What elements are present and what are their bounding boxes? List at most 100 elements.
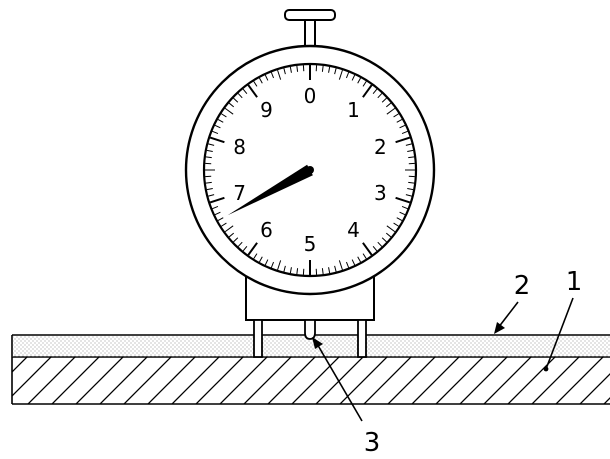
minor-tick <box>217 118 224 123</box>
minor-tick <box>270 261 275 268</box>
minor-tick <box>277 69 282 80</box>
minor-tick <box>385 102 392 108</box>
minor-tick <box>214 124 221 129</box>
minor-tick <box>396 118 403 123</box>
major-tick <box>362 242 373 256</box>
minor-tick <box>381 97 387 103</box>
dial-number-3: 3 <box>374 181 387 205</box>
dial-number-1: 1 <box>347 98 360 122</box>
major-tick <box>247 242 258 256</box>
minor-tick <box>372 245 378 252</box>
minor-tick <box>345 261 350 268</box>
minor-tick <box>289 66 292 73</box>
minor-tick <box>328 267 331 274</box>
dial-number-5: 5 <box>304 232 317 256</box>
minor-tick <box>362 81 367 87</box>
minor-tick <box>399 211 406 216</box>
minor-tick <box>270 72 275 79</box>
minor-tick <box>381 237 387 243</box>
minor-tick <box>351 74 356 81</box>
dial-number-8: 8 <box>233 135 246 159</box>
minor-tick <box>228 102 235 108</box>
dial-number-6: 6 <box>260 218 273 242</box>
minor-tick <box>357 256 362 263</box>
minor-tick <box>233 237 239 243</box>
pointer-needle <box>227 164 313 216</box>
pointer-hub <box>306 166 314 174</box>
minor-tick <box>214 211 221 216</box>
minor-tick <box>221 222 227 227</box>
minor-tick <box>237 93 243 99</box>
minor-tick <box>408 156 415 159</box>
minor-tick <box>401 130 408 135</box>
minor-tick <box>289 267 292 274</box>
gauge-probe <box>304 319 316 340</box>
minor-tick <box>264 74 269 81</box>
minor-tick <box>345 72 350 79</box>
dial-number-2: 2 <box>374 135 387 159</box>
minor-tick <box>296 268 299 275</box>
minor-tick <box>407 149 414 152</box>
major-tick <box>209 196 225 204</box>
callout-leaders <box>312 297 574 422</box>
minor-tick <box>258 77 263 84</box>
dial-number-7: 7 <box>233 181 246 205</box>
minor-tick <box>385 232 392 238</box>
minor-tick <box>393 113 399 118</box>
major-tick <box>247 84 258 98</box>
minor-tick <box>253 253 258 259</box>
minor-tick <box>258 256 263 263</box>
dial-number-0: 0 <box>304 84 317 108</box>
minor-tick <box>206 149 213 152</box>
minor-tick <box>242 245 248 252</box>
minor-tick <box>283 68 286 75</box>
minor-tick <box>237 241 243 247</box>
minor-tick <box>208 194 215 197</box>
minor-tick <box>228 232 235 238</box>
minor-tick <box>205 181 212 184</box>
minor-tick <box>212 130 219 135</box>
minor-tick <box>233 97 239 103</box>
minor-tick <box>334 265 337 272</box>
dial-number-9: 9 <box>260 98 273 122</box>
minor-tick <box>338 260 343 271</box>
minor-tick <box>208 143 215 146</box>
minor-tick <box>253 81 258 87</box>
minor-tick <box>221 113 227 118</box>
dial-gauge: 0 12 34 5 67 89 <box>184 9 436 358</box>
major-tick <box>209 136 225 144</box>
dial-number-4: 4 <box>347 218 360 242</box>
minor-tick <box>405 143 412 146</box>
minor-tick <box>386 107 396 115</box>
minor-tick <box>351 259 356 266</box>
minor-tick <box>321 65 324 72</box>
minor-tick <box>393 222 399 227</box>
minor-tick <box>377 241 383 247</box>
minor-tick <box>357 77 362 84</box>
minor-tick <box>206 188 213 191</box>
minor-tick <box>242 88 248 95</box>
major-tick <box>395 136 411 144</box>
minor-tick <box>328 66 331 73</box>
minor-tick <box>277 260 282 271</box>
dial-scale-numbers: 0 12 34 5 67 89 <box>233 84 386 256</box>
minor-tick <box>407 188 414 191</box>
minor-tick <box>377 93 383 99</box>
dial-scale-ticks <box>205 65 415 275</box>
minor-tick <box>401 205 408 210</box>
minor-tick <box>362 253 367 259</box>
callout-1-label: 1 <box>566 267 583 297</box>
minor-tick <box>408 181 415 184</box>
minor-tick <box>338 69 343 80</box>
minor-tick <box>296 65 299 72</box>
minor-tick <box>283 265 286 272</box>
minor-tick <box>205 156 212 159</box>
callout-2-label: 2 <box>514 271 531 301</box>
minor-tick <box>396 217 403 222</box>
major-tick <box>395 196 411 204</box>
minor-tick <box>264 259 269 266</box>
gauge-legs <box>253 319 367 358</box>
minor-tick <box>372 88 378 95</box>
minor-tick <box>224 107 234 115</box>
minor-tick <box>212 205 219 210</box>
